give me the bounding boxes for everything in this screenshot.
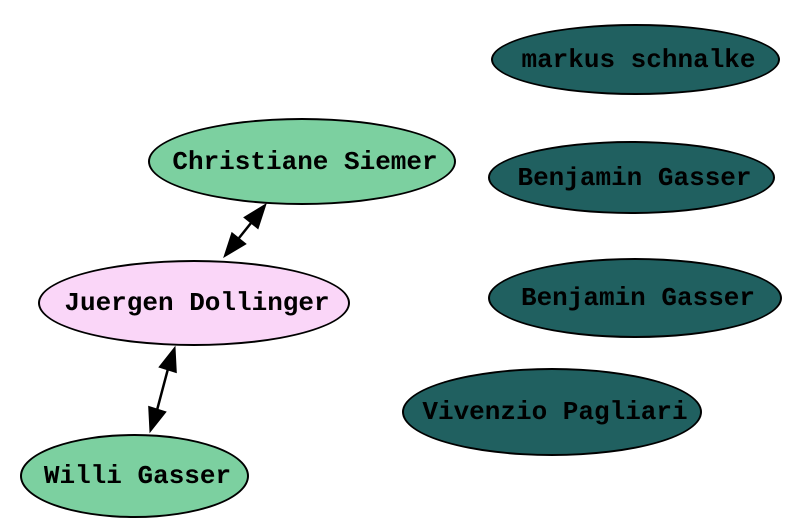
node-markus-schnalke: markus schnalke (491, 24, 780, 95)
node-willi-gasser: Willi Gasser (20, 434, 249, 518)
node-label-willi-gasser: Willi Gasser (43, 461, 232, 491)
node-christiane-siemer: Christiane Siemer (148, 118, 456, 205)
node-benjamin-gasser-2: Benjamin Gasser (488, 258, 782, 338)
node-label-juergen-dollinger: Juergen Dollinger (64, 288, 330, 318)
node-juergen-dollinger: Juergen Dollinger (38, 260, 350, 346)
arrowhead-down-icon (223, 231, 247, 259)
node-label-markus-schnalke: markus schnalke (521, 44, 756, 75)
edge-line (238, 222, 252, 239)
node-label-benjamin-gasser-1: Benjamin Gasser (517, 162, 752, 193)
edge-line (156, 369, 169, 410)
node-benjamin-gasser-1: Benjamin Gasser (488, 141, 775, 214)
edge-juergen-willi (148, 345, 177, 434)
arrowhead-up-icon (243, 202, 267, 230)
arrowhead-up-icon (158, 345, 177, 374)
node-label-vivenzio-pagliari: Vivenzio Pagliari (422, 397, 688, 427)
arrowhead-down-icon (148, 405, 167, 434)
node-label-christiane-siemer: Christiane Siemer (172, 146, 438, 177)
node-label-benjamin-gasser-2: Benjamin Gasser (520, 283, 756, 313)
node-vivenzio-pagliari: Vivenzio Pagliari (402, 368, 702, 456)
edge-christiane-juergen (223, 202, 267, 259)
